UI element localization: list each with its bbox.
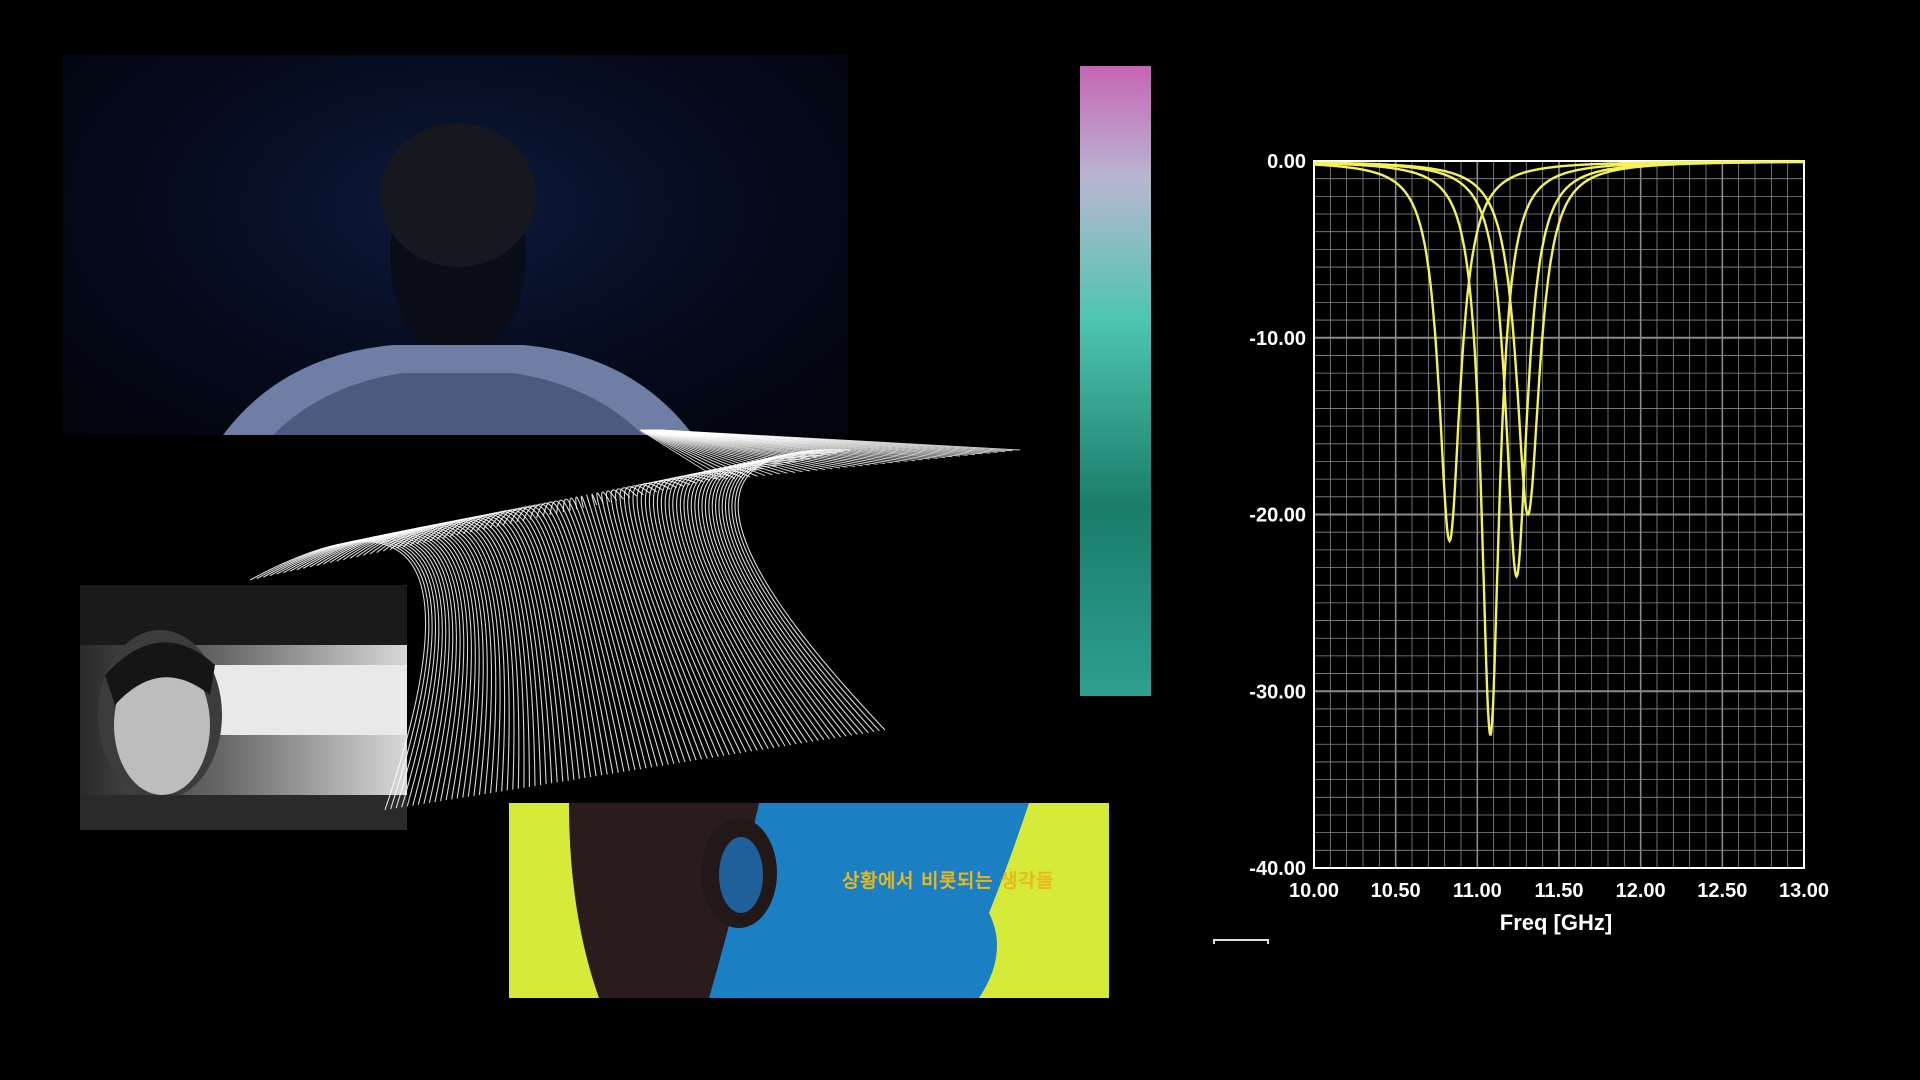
- x-axis-label: Freq [GHz]: [1500, 910, 1612, 935]
- x-tick-label: 10.50: [1371, 880, 1421, 902]
- color-gradient-bar: [1080, 66, 1151, 696]
- scale-marker: [1213, 939, 1269, 944]
- y-tick-label: -30.00: [1249, 681, 1306, 703]
- chart-grid: [1313, 160, 1805, 869]
- back-of-head-photo: [63, 55, 848, 435]
- plot-frame: [1313, 160, 1805, 869]
- x-tick-label: 12.50: [1697, 880, 1747, 902]
- response-trace: [1314, 160, 1805, 517]
- chart-traces: [1313, 160, 1805, 736]
- y-tick-label: 0.00: [1267, 151, 1306, 173]
- x-tick-label: 10.00: [1289, 880, 1339, 902]
- korean-subtitle: 상황에서 비롯되는 생각들: [842, 870, 1055, 892]
- x-tick-label: 11.50: [1535, 880, 1584, 902]
- y-tick-label: -10.00: [1249, 328, 1306, 350]
- profile-ear-photo: [509, 803, 1109, 998]
- y-tick-label: -40.00: [1249, 858, 1306, 880]
- x-tick-label: 11.00: [1453, 880, 1502, 902]
- x-tick-label: 12.00: [1616, 880, 1666, 902]
- x-tick-label: 13.00: [1779, 880, 1829, 902]
- y-tick-label: -20.00: [1249, 505, 1306, 527]
